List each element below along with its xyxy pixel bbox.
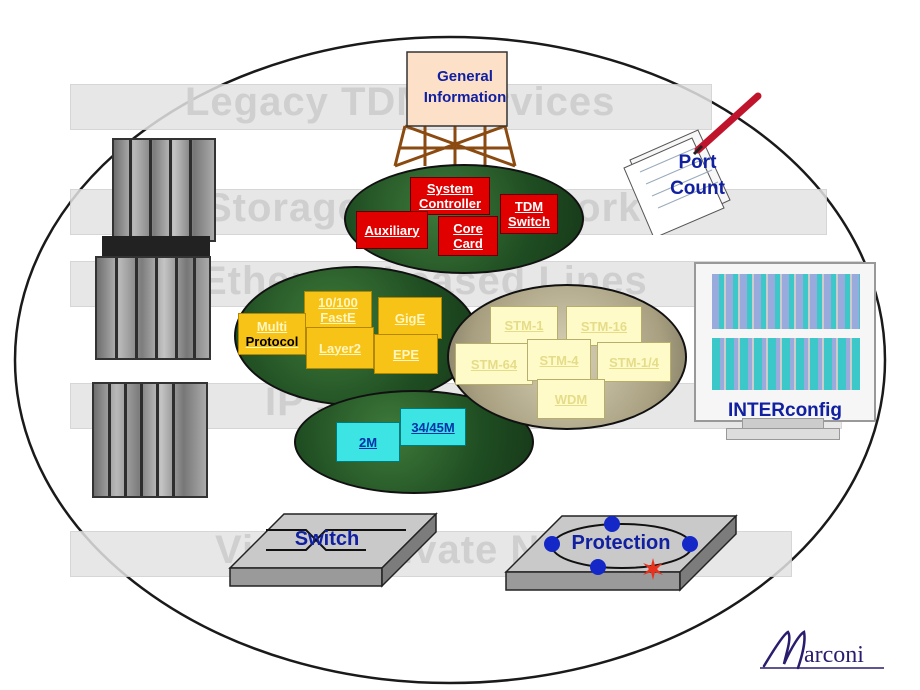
- band-legacy: [70, 84, 712, 130]
- switch-label: Switch: [294, 528, 360, 550]
- stm64-card[interactable]: STM-64: [455, 343, 533, 385]
- general-information-label: General Information: [423, 68, 507, 106]
- rack-icon: [95, 256, 211, 360]
- interconfig-label: INTERconfig: [728, 400, 842, 421]
- auxiliary-card[interactable]: Auxiliary: [356, 211, 428, 249]
- monitor-icon: [694, 262, 876, 422]
- system-controller-card[interactable]: System Controller: [410, 177, 490, 215]
- epe-card[interactable]: EPE: [374, 334, 438, 374]
- paper-icon: [623, 129, 731, 235]
- core-card[interactable]: Core Card: [438, 216, 498, 256]
- band-legacy-text: Legacy TDM Services: [185, 80, 616, 124]
- svg-text:arconi: arconi: [804, 642, 864, 668]
- marconi-logo: arconi: [760, 630, 884, 670]
- port-count-label: Port Count: [670, 152, 725, 199]
- multi-label: Multi: [256, 319, 288, 334]
- stm4-card[interactable]: STM-4: [527, 339, 591, 381]
- 34-45m-card[interactable]: 34/45M: [400, 408, 466, 446]
- layer2-card[interactable]: Layer2: [306, 327, 374, 369]
- stm1-card[interactable]: STM-1: [490, 306, 558, 344]
- rack-base: [102, 236, 210, 256]
- tdm-switch-card[interactable]: TDM Switch: [500, 194, 558, 234]
- switch-platform: [228, 512, 438, 588]
- star-burst-icon: [643, 558, 663, 580]
- stm16-card[interactable]: STM-16: [566, 306, 642, 346]
- protection-label: Protection: [571, 532, 671, 554]
- multi-protocol-card[interactable]: Multi Protocol: [238, 313, 306, 355]
- protection-platform: [504, 514, 738, 592]
- protocol-label: Protocol: [245, 334, 299, 349]
- rack-icon: [112, 138, 216, 242]
- wdm-card[interactable]: WDM: [537, 379, 605, 419]
- fast-e-card[interactable]: 10/100 FastE: [304, 291, 372, 329]
- gige-card[interactable]: GigE: [378, 297, 442, 339]
- 2m-card[interactable]: 2M: [336, 422, 400, 462]
- billboard-icon: [393, 51, 517, 168]
- monitor-base: [726, 428, 840, 440]
- stm1-4-card[interactable]: STM-1/4: [597, 342, 671, 382]
- pen-icon: [692, 92, 762, 156]
- rack-icon: [92, 382, 208, 498]
